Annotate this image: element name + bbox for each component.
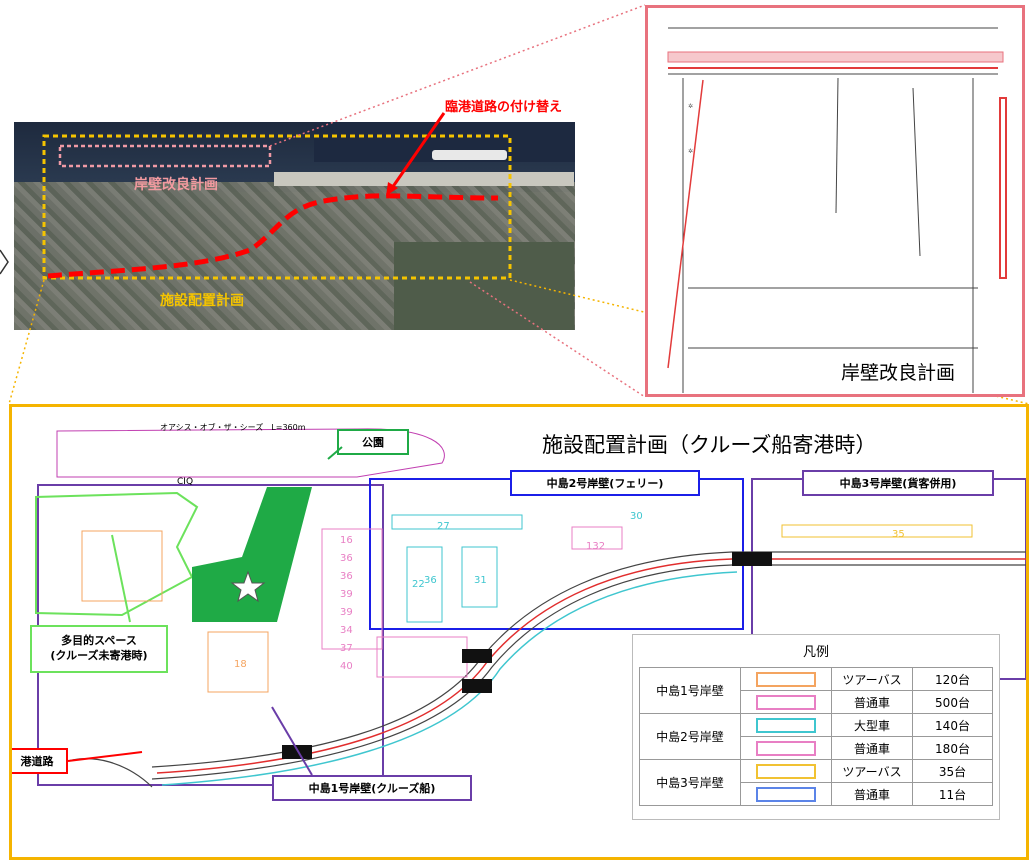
road-arrow-head: [386, 182, 398, 196]
legend-row: 普通車 180台: [640, 736, 993, 760]
parking-number: 36: [424, 575, 437, 586]
legend-row: 中島2号岸壁 大型車 140台: [639, 713, 993, 760]
legend-count: 180台: [912, 736, 993, 760]
road-realignment-line: [47, 193, 499, 279]
cross-section-label: 岸壁改良計画: [833, 358, 964, 385]
compass-star: [230, 570, 266, 603]
parking-number: 39: [340, 589, 353, 600]
legend-count: 500台: [912, 690, 993, 714]
legend-berth: 中島2号岸壁: [639, 713, 741, 760]
legend-row: 中島1号岸壁 ツアーバス 120台: [639, 667, 993, 714]
parking-number: 18: [234, 659, 247, 670]
facility-plan-aerial-label: 施設配置計画: [160, 293, 244, 309]
legend-row: 普通車 500台: [640, 690, 993, 714]
left-edge-arrow: [0, 249, 9, 275]
legend-table: 中島1号岸壁 ツアーバス 120台 普通車 500台 中島2号岸壁 大型車 14…: [639, 667, 993, 806]
legend-swatch: [740, 690, 832, 714]
svg-text:✲: ✲: [688, 103, 693, 110]
legend-row: 中島3号岸壁 ツアーバス 35台: [639, 759, 993, 806]
legend-count: 35台: [912, 759, 993, 783]
aerial-photo: [14, 122, 575, 330]
multi-space-outline: [35, 491, 199, 617]
ship-label: オアシス・オブ・ザ・シーズ L=360m: [160, 423, 306, 432]
legend-box: 凡例 中島1号岸壁 ツアーバス 120台 普通車 500台 中島2号岸壁 大型車…: [632, 634, 1000, 820]
legend-swatch: [740, 759, 832, 783]
legend-count: 11台: [912, 782, 993, 806]
parking-number: 40: [340, 661, 353, 672]
plan-title: 施設配置計画（クルーズ船寄港時）: [542, 429, 877, 459]
park-tag: 公園: [337, 429, 409, 455]
berth1-tag: 中島1号岸壁(クルーズ船): [272, 775, 472, 801]
parking-number: 132: [586, 541, 606, 552]
berth2-tag: 中島2号岸壁(フェリー): [510, 470, 700, 496]
quay-wall: [274, 172, 574, 186]
svg-text:✲: ✲: [688, 148, 693, 155]
legend-swatch: [740, 667, 832, 691]
parking-number: 34: [340, 625, 353, 636]
ship-outline: [56, 428, 445, 478]
legend-type: 大型車: [831, 713, 913, 737]
quay-plan-area: [58, 144, 272, 168]
parking-number: 36: [340, 571, 353, 582]
legend-type: 普通車: [831, 782, 913, 806]
ciq-label: CIQ: [177, 477, 194, 487]
parking-number: 39: [340, 607, 353, 618]
moored-ship: [432, 150, 507, 160]
legend-row: 普通車 11台: [640, 782, 993, 806]
road-tag: 港道路: [12, 748, 68, 774]
multi-space-tag: 多目的スペース (クルーズ未寄港時): [30, 625, 168, 673]
parking-number: 30: [630, 511, 643, 522]
parking-number: 27: [437, 521, 450, 532]
connector-top: [269, 4, 646, 147]
facility-plan-area: [42, 134, 512, 280]
parking-number: 31: [474, 575, 487, 586]
legend-berth: 中島1号岸壁: [639, 667, 741, 714]
legend-type: 普通車: [831, 690, 913, 714]
park-area: [192, 487, 312, 622]
plan-drawing: [35, 428, 1026, 788]
quay-plan-aerial-label: 岸壁改良計画: [134, 177, 218, 193]
callout-lines: [67, 446, 343, 776]
legend-berth: 中島3号岸壁: [639, 759, 741, 806]
legend-swatch: [740, 736, 832, 760]
legend-type: ツアーバス: [831, 759, 913, 783]
legend-count: 140台: [912, 713, 993, 737]
parking-number: 16: [340, 535, 353, 546]
legend-swatch: [740, 782, 832, 806]
road-arrow: [390, 112, 446, 189]
connector-bottom: [469, 281, 646, 398]
road-realignment-label: 臨港道路の付け替え: [445, 100, 563, 115]
legend-count: 120台: [912, 667, 993, 691]
legend-type: ツアーバス: [831, 667, 913, 691]
cross-section-drawing: ✲✲: [667, 27, 1007, 393]
berth3-tag: 中島3号岸壁(貨客併用): [802, 470, 994, 496]
parking-number: 36: [340, 553, 353, 564]
connector-plan-left: [8, 279, 45, 405]
green-area: [394, 242, 574, 330]
legend-type: 普通車: [831, 736, 913, 760]
legend-swatch: [740, 713, 832, 737]
legend-title: 凡例: [802, 645, 829, 660]
quay-cross-section: ✲✲: [645, 5, 1025, 397]
road-edge: [161, 571, 738, 786]
parking-number: 37: [340, 643, 353, 654]
parking-number: 35: [892, 529, 905, 540]
parking-number: 22: [412, 579, 425, 590]
